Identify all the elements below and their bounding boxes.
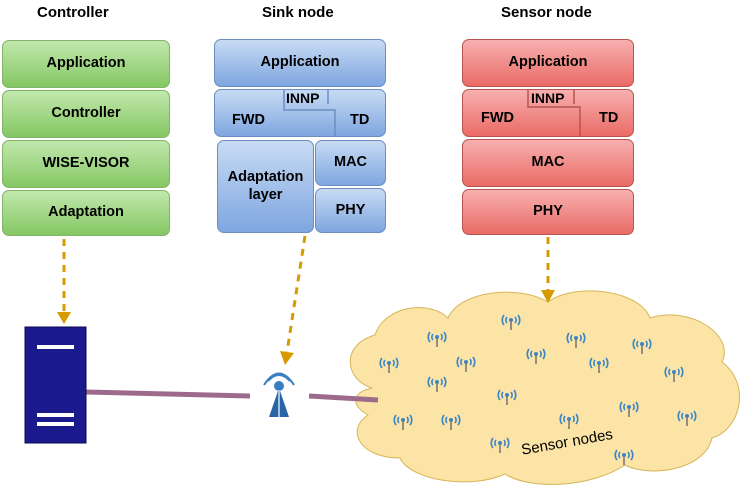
sink-application-layer: Application <box>214 39 386 87</box>
sensor-innp-outline <box>527 89 581 137</box>
sink-to-cloud-link <box>308 393 379 403</box>
wireless-sensor-icon <box>497 389 517 405</box>
wireless-sensor-icon <box>589 357 609 373</box>
sensor-application-layer: Application <box>462 39 634 87</box>
sink-phy-layer: PHY <box>315 188 386 233</box>
wireless-sensor-icon <box>379 357 399 373</box>
sensor-phy-layer: PHY <box>462 189 634 235</box>
wireless-sensor-icon <box>677 410 697 426</box>
wireless-sensor-icon <box>501 314 521 330</box>
controller-controller-layer: Controller <box>2 90 170 138</box>
wireless-sensor-icon <box>619 401 639 417</box>
server-icon <box>24 326 87 444</box>
sink-td-label: TD <box>350 112 370 128</box>
sink-arrowhead <box>280 351 294 365</box>
antenna-icon <box>263 372 295 417</box>
server-to-sink-link <box>85 389 251 399</box>
sink-forwarding-layer <box>214 89 386 137</box>
sink-node-header: Sink node <box>262 4 334 21</box>
sensor-td-label: TD <box>599 110 619 126</box>
wireless-sensor-icon <box>427 376 447 392</box>
controller-wise-visor-layer: WISE-VISOR <box>2 140 170 188</box>
sensor-mac-layer: MAC <box>462 139 634 187</box>
sink-to-antenna-arrow <box>285 235 307 353</box>
wireless-sensor-icon <box>566 332 586 348</box>
sensor-forwarding-layer <box>462 89 634 137</box>
wireless-sensor-icon <box>490 437 510 453</box>
wireless-sensor-icon <box>559 413 579 429</box>
controller-arrowhead <box>57 312 71 324</box>
sensor-innp-label: INNP <box>531 90 565 106</box>
sink-mac-layer: MAC <box>315 140 386 186</box>
sensor-cloud <box>349 290 740 485</box>
sink-innp-outline <box>283 89 336 137</box>
controller-adaptation-layer: Adaptation <box>2 190 170 236</box>
wireless-sensor-icon <box>441 414 461 430</box>
wireless-sensor-icon <box>393 414 413 430</box>
sink-fwd-label: FWD <box>232 112 266 128</box>
wireless-sensor-icon <box>526 348 546 364</box>
wireless-sensor-icon <box>664 366 684 382</box>
wireless-sensor-icon <box>614 449 634 465</box>
sensor-node-header: Sensor node <box>501 4 592 21</box>
sink-adaptation-layer: Adaptation layer <box>217 140 314 233</box>
sensor-fwd-label: FWD <box>481 110 515 126</box>
wireless-sensor-icon <box>632 338 652 354</box>
wireless-sensor-icon <box>427 331 447 347</box>
sink-innp-label: INNP <box>286 90 320 106</box>
controller-header: Controller <box>37 4 109 21</box>
controller-application-layer: Application <box>2 40 170 88</box>
sensor-arrowhead <box>541 290 555 303</box>
wireless-sensor-icon <box>456 356 476 372</box>
